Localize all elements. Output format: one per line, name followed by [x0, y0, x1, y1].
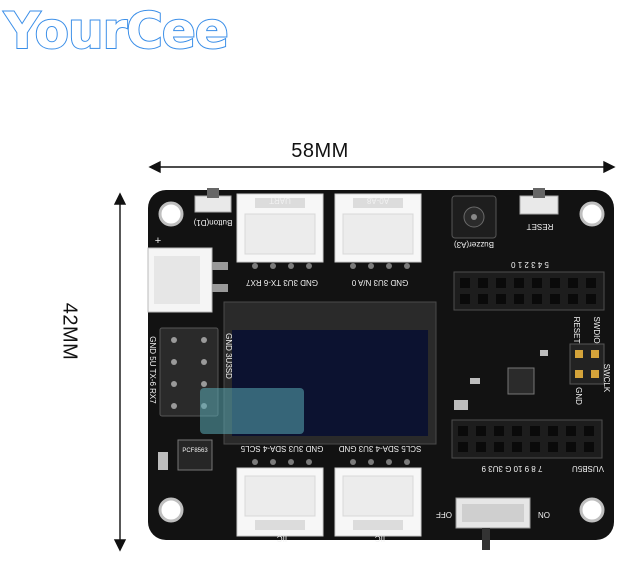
silk-gnd-sp: GND 3U3SD [224, 333, 233, 379]
silk-reset-right: RESET [572, 317, 581, 344]
silk-off: OFF [436, 510, 452, 519]
reset-button [519, 188, 559, 215]
silk-iic-left: IIC [277, 534, 287, 543]
oled-display [200, 301, 437, 445]
analog-connector [334, 193, 422, 269]
mounting-hole [579, 497, 605, 523]
iic-connector-left [236, 459, 324, 537]
rtc-chip [177, 439, 213, 471]
buzzer [451, 195, 497, 239]
silk-a0-a8: A0-A8 [366, 196, 389, 205]
silk-buzzer: Buzzer(A3) [454, 240, 494, 249]
silk-iic-pins-left: GND 3U3 SDA-4 SCL5 [240, 444, 323, 453]
right-bottom-pin-header [451, 419, 603, 459]
silk-chip: PCF8563 [182, 448, 208, 454]
silk-button: Button(D1) [193, 218, 232, 227]
silk-iic-pins-right: SCL5 SDA-4 3U3 GND [338, 444, 421, 453]
silk-left-pins: GND 5U TX-6 RX7 [148, 336, 157, 404]
swd-pins [569, 343, 605, 385]
mounting-hole [158, 497, 184, 523]
uart-connector [236, 193, 324, 269]
height-dimension-arrow [113, 192, 127, 552]
silk-swclk: SWCLK [602, 364, 611, 393]
silk-vusb: VUSB5U [572, 464, 604, 473]
silk-gnd-right: GND [574, 387, 583, 405]
silk-iic-right: IIC [375, 534, 385, 543]
button-d1 [194, 188, 232, 213]
silk-on: ON [538, 510, 550, 519]
width-dimension-arrow [148, 160, 616, 174]
mounting-hole [579, 201, 605, 227]
power-switch [455, 497, 531, 550]
brand-logo: YourCee [3, 1, 230, 61]
silk-analog-pins: GND 3U3 N/A 0 [351, 278, 408, 287]
iic-connector-right [334, 459, 422, 537]
silk-swdio: SWDIO [592, 316, 601, 343]
silk-plus: + [155, 235, 161, 247]
battery-connector [147, 247, 228, 313]
mounting-holes [158, 201, 605, 523]
silk-uart: UART [269, 196, 291, 205]
mcu-chip [507, 367, 535, 395]
silk-uart-pins: GND 3U3 TX-6 RX7 [246, 278, 318, 287]
silk-reset: RESET [527, 222, 554, 231]
silk-header-top-numbers: 5 4 3 2 1 0 [511, 260, 549, 269]
mounting-hole [158, 201, 184, 227]
width-dimension-label: 58MM [291, 140, 349, 162]
silk-header-bottom-numbers: 7 8 9 10 G 3U3 9 [481, 464, 542, 473]
small-components [158, 350, 548, 470]
right-top-pin-header [453, 271, 605, 311]
